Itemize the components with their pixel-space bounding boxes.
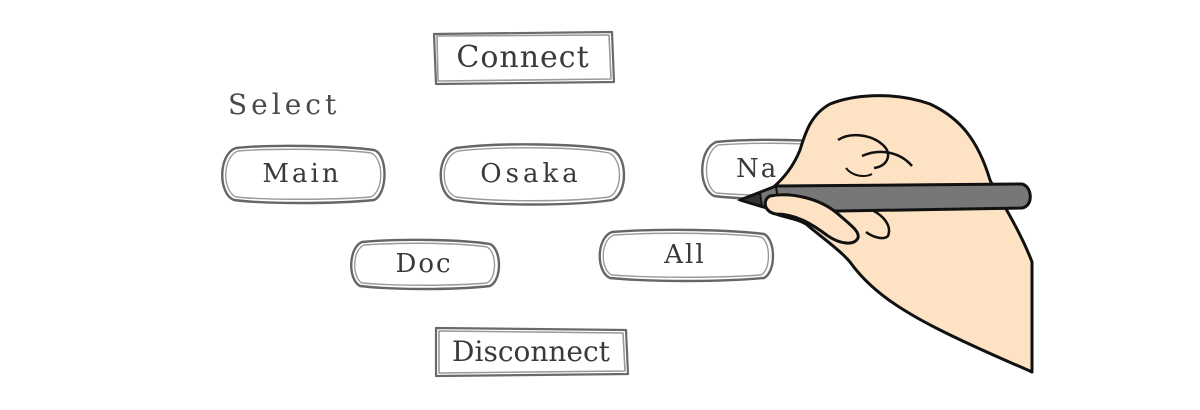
doc-button-frame [350,238,501,291]
connect-button-frame [432,30,616,86]
connect-button-label: Connect [456,39,590,75]
all-button[interactable]: All [592,226,778,284]
disconnect-button-label: Disconnect [452,334,610,368]
main-button[interactable]: Main [214,142,390,206]
disconnect-button-frame [434,326,630,378]
partially-hidden-button-label: Na [736,154,779,184]
disconnect-button[interactable]: Disconnect [430,322,632,380]
connect-button[interactable]: Connect [428,26,618,88]
select-label: Select [228,88,341,121]
main-button-frame [221,144,386,205]
doc-button-label: Doc [395,249,453,279]
osaka-button-label: Osaka [480,159,582,189]
main-button-label: Main [262,159,342,189]
thumb-icon [763,193,860,245]
all-button-label: All [664,240,706,270]
osaka-button[interactable]: Osaka [432,140,630,208]
doc-button[interactable]: Doc [344,236,504,292]
partially-hidden-button[interactable]: Na [696,136,856,202]
osaka-button-frame [439,143,626,206]
